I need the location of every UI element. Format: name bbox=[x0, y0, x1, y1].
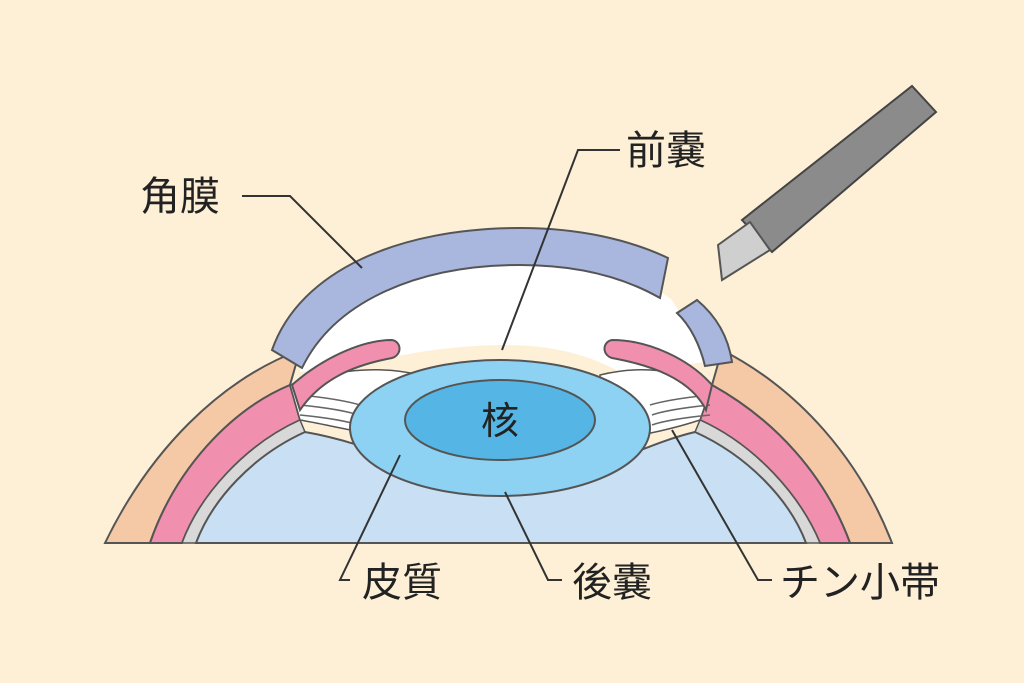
leader-lines bbox=[242, 149, 772, 581]
label-nucleus: 核 bbox=[481, 399, 519, 443]
label-posterior-capsule: 後嚢 bbox=[572, 560, 652, 606]
label-anterior-capsule: 前嚢 bbox=[626, 128, 706, 174]
label-cornea: 角膜 bbox=[140, 174, 220, 220]
cornea-flap bbox=[675, 298, 734, 368]
label-cortex: 皮質 bbox=[362, 560, 442, 606]
iris-left bbox=[290, 338, 401, 413]
cornea bbox=[270, 226, 670, 370]
lens-nucleus bbox=[404, 379, 596, 461]
label-zonule: チン小帯 bbox=[780, 560, 940, 606]
surgical-knife-icon bbox=[716, 84, 938, 282]
iris-right bbox=[603, 338, 714, 413]
